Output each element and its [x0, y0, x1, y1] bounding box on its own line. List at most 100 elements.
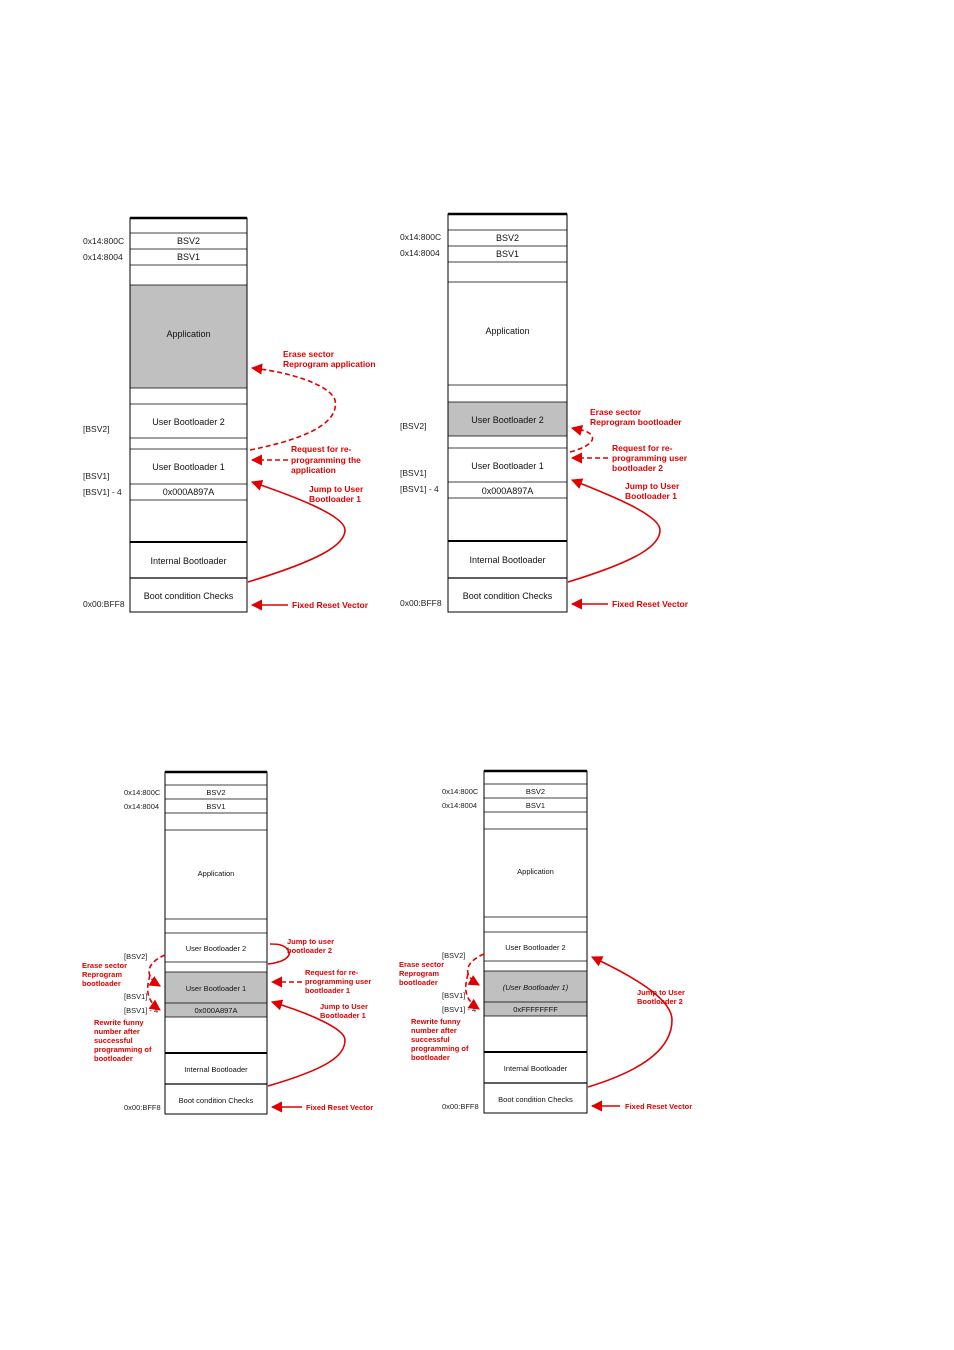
memory-column-outline	[129, 217, 248, 613]
bsv1-address: 0x14:8004	[83, 252, 123, 262]
reset-address: 0x00:BFF8	[400, 598, 442, 608]
erase-reprogram-arrow	[249, 363, 337, 451]
jump-arrow	[247, 479, 346, 583]
diagram-2: BSV2 BSV1 Application User Bootloader 2 …	[400, 212, 689, 613]
erase-note-3: bootloader	[399, 978, 438, 987]
bsv2-cell: BSV2	[177, 236, 200, 246]
reset-address: 0x00:BFF8	[442, 1102, 479, 1111]
bsv1-cell: BSV1	[177, 252, 200, 262]
request-note-1: Request for re-	[305, 968, 359, 977]
rewrite-note-3: successful	[94, 1036, 133, 1045]
bsv2-address: 0x14:800C	[124, 788, 161, 797]
application-cell: Application	[166, 329, 210, 339]
request-note-3: application	[291, 465, 336, 475]
bsv1-cell: BSV1	[206, 802, 225, 811]
request-note-3: bootloader 1	[305, 986, 350, 995]
bsv1-cell: BSV1	[496, 249, 519, 259]
bsv2-address: 0x14:800C	[400, 232, 441, 242]
user-bootloader-2-cell: User Bootloader 2	[152, 417, 225, 427]
internal-bootloader-cell: Internal Bootloader	[184, 1065, 248, 1074]
user-bootloader-1-highlight	[165, 972, 267, 1017]
bsv2-cell: BSV2	[496, 233, 519, 243]
request-note-2: programming the	[291, 455, 361, 465]
jump-note-2: Bootloader 1	[309, 494, 361, 504]
bsv1-reference: [BSV1]	[83, 471, 109, 481]
user-bootloader-1-highlight	[484, 971, 587, 1016]
diagram-4: BSV2 BSV1 Application User Bootloader 2 …	[399, 769, 692, 1114]
application-cell: Application	[485, 326, 529, 336]
erase-note-1: Erase sector	[283, 349, 335, 359]
bsv1-cell: BSV1	[526, 801, 545, 810]
user-bootloader-2-cell: User Bootloader 2	[186, 944, 246, 953]
jump-note-2: Bootloader 2	[637, 997, 683, 1006]
erase-note-2: Reprogram	[82, 970, 122, 979]
request-note-2: programming user	[612, 453, 688, 463]
bsv2-reference: [BSV2]	[400, 421, 426, 431]
user-bootloader-2-cell: User Bootloader 2	[471, 415, 544, 425]
boot-condition-checks-cell: Boot condition Checks	[498, 1095, 573, 1104]
diagram-3: BSV2 BSV1 Application User Bootloader 2 …	[82, 770, 373, 1115]
memory-column-outline	[483, 770, 588, 1114]
internal-bootloader-cell: Internal Bootloader	[504, 1064, 568, 1073]
erase-note-2: Reprogram	[399, 969, 439, 978]
jump-arrow	[587, 956, 673, 1088]
jump-ub2-note-2: bootloader 2	[287, 946, 332, 955]
rewrite-arrow	[464, 973, 480, 1010]
bsv1-address: 0x14:8004	[400, 248, 440, 258]
jump-arrow	[267, 999, 346, 1087]
user-bootloader-1-cell: User Bootloader 1	[152, 462, 225, 472]
memory-column-outline	[164, 771, 268, 1115]
jump-note-1: Jump to User	[309, 484, 364, 494]
bsv1-address: 0x14:8004	[124, 802, 159, 811]
jump-note-1: Jump to User	[625, 481, 680, 491]
application-cell: Application	[198, 869, 235, 878]
jump-note-2: Bootloader 1	[320, 1011, 366, 1020]
boot-condition-checks-cell: Boot condition Checks	[463, 591, 553, 601]
user-bootloader-1-cell: User Bootloader 1	[186, 984, 246, 993]
rewrite-note-2: number after	[94, 1027, 140, 1036]
bsv2-reference: [BSV2]	[442, 951, 465, 960]
funny-number-cell: 0x000A897A	[482, 486, 534, 496]
erase-note-2: Reprogram bootloader	[590, 417, 682, 427]
jump-arrow	[567, 478, 661, 583]
erased-number-cell: 0xFFFFFFFF	[513, 1005, 558, 1014]
funny-number-cell: 0x000A897A	[195, 1006, 238, 1015]
bsv1-minus4-reference: [BSV1] - 4	[124, 1006, 158, 1015]
erase-note-1: Erase sector	[590, 407, 642, 417]
reset-note: Fixed Reset Vector	[292, 600, 369, 610]
rewrite-note-5: bootloader	[94, 1054, 133, 1063]
erase-reprogram-arrow	[569, 425, 594, 453]
jump-ub2-arrow	[267, 943, 290, 965]
jump-note-1: Jump to User	[637, 988, 685, 997]
erase-reprogram-arrow	[466, 953, 485, 986]
request-note-2: programming user	[305, 977, 371, 986]
rewrite-arrow	[146, 974, 161, 1011]
bsv1-reference: [BSV1]	[400, 468, 426, 478]
rewrite-note-3: successful	[411, 1035, 450, 1044]
reset-address: 0x00:BFF8	[124, 1103, 161, 1112]
bsv1-minus4-reference: [BSV1] - 4	[442, 1005, 476, 1014]
application-block-highlight	[130, 285, 247, 388]
rewrite-note-2: number after	[411, 1026, 457, 1035]
erase-note-3: bootloader	[82, 979, 121, 988]
bsv2-address: 0x14:800C	[83, 236, 124, 246]
user-bootloader-1-erased-cell: (User Bootloader 1)	[503, 983, 569, 992]
bsv2-cell: BSV2	[206, 788, 225, 797]
request-note-3: bootloader 2	[612, 463, 663, 473]
diagram-1: BSV2 BSV1 Application User Bootloader 2 …	[83, 216, 376, 613]
bsv2-address: 0x14:800C	[442, 787, 479, 796]
reset-address: 0x00:BFF8	[83, 599, 125, 609]
request-note-1: Request for re-	[612, 443, 673, 453]
boot-condition-checks-cell: Boot condition Checks	[179, 1096, 254, 1105]
erase-note-1: Erase sector	[399, 960, 444, 969]
jump-note-2: Bootloader 1	[625, 491, 677, 501]
erase-note-1: Erase sector	[82, 961, 127, 970]
application-cell: Application	[517, 867, 554, 876]
user-bootloader-1-cell: User Bootloader 1	[471, 461, 544, 471]
boot-condition-checks-cell: Boot condition Checks	[144, 591, 234, 601]
bsv1-reference: [BSV1]	[124, 992, 147, 1001]
user-bootloader-2-highlight	[448, 402, 567, 436]
rewrite-note-4: programming of	[94, 1045, 152, 1054]
rewrite-note-4: programming of	[411, 1044, 469, 1053]
rewrite-note-1: Rewrite funny	[94, 1018, 144, 1027]
